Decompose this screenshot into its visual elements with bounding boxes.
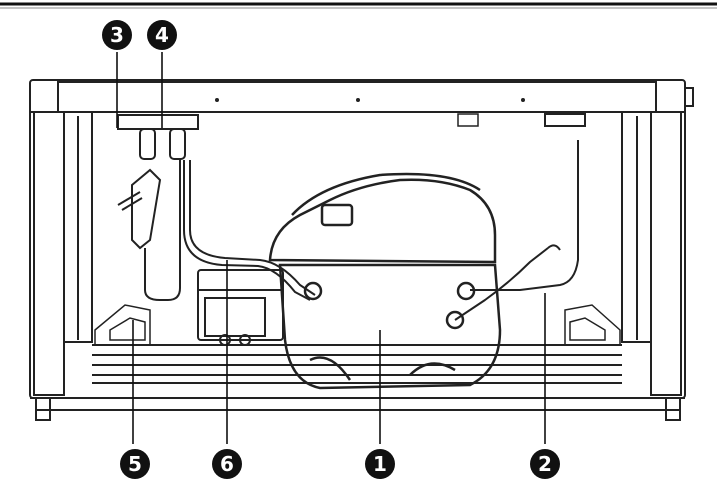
svg-text:2: 2 — [538, 452, 552, 476]
callout-3: 3 — [102, 20, 132, 50]
left-corner-bracket — [94, 304, 151, 346]
svg-text:5: 5 — [128, 452, 142, 476]
top-panel-clip — [457, 113, 479, 127]
callout-4: 4 — [147, 20, 177, 50]
callout-6: 6 — [212, 449, 242, 479]
callout-2: 2 — [530, 449, 560, 479]
top-panel-screws — [215, 98, 525, 102]
starter-relay-box — [197, 269, 284, 346]
cabinet-frame — [29, 79, 694, 421]
callout-5: 5 — [120, 449, 150, 479]
svg-text:4: 4 — [155, 23, 169, 47]
leader-lines — [116, 52, 546, 444]
callout-1: 1 — [365, 449, 395, 479]
discharge-tube — [454, 113, 586, 321]
filter-drier-assembly — [117, 114, 316, 301]
svg-text:1: 1 — [373, 452, 387, 476]
svg-text:3: 3 — [110, 23, 124, 47]
right-corner-bracket — [564, 304, 621, 346]
svg-text:6: 6 — [220, 452, 234, 476]
